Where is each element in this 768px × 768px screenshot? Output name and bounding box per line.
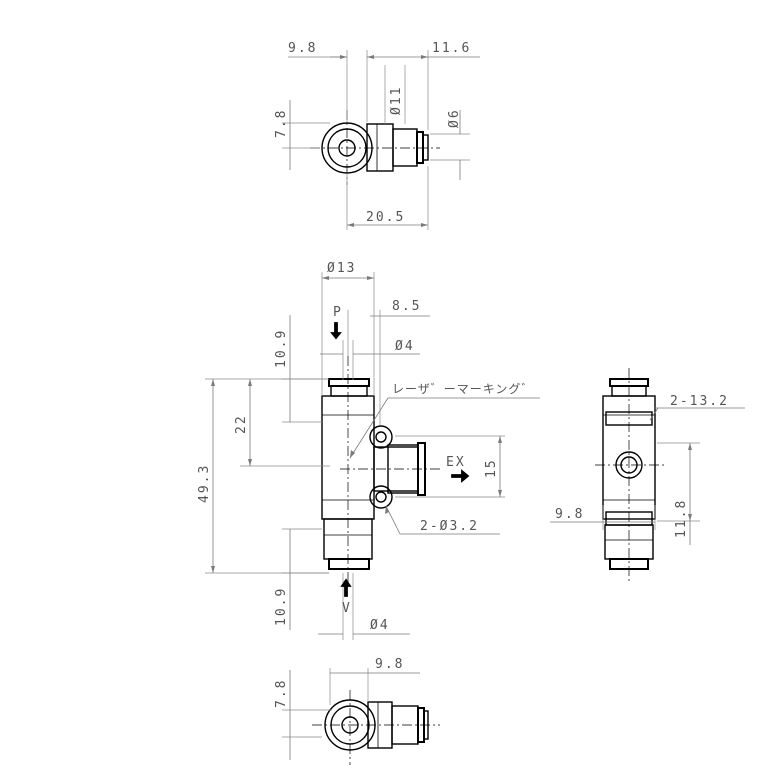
top-height-label: 7.8 [274, 109, 289, 138]
front-top-length-label: 10.9 [274, 329, 289, 368]
front-view-part [321, 356, 440, 590]
front-view-dimensions [205, 272, 540, 640]
bottom-width-label: 9.8 [375, 657, 404, 672]
port-ex-label: EX [446, 455, 466, 470]
laser-marking-label: レーザ゛ーマーキング゛ [392, 382, 534, 396]
side-offset-label: 9.8 [555, 507, 584, 522]
top-width-left-label: 9.8 [288, 41, 317, 56]
top-view-dimensions [282, 50, 480, 230]
front-bottom-length-label: 10.9 [274, 587, 289, 626]
top-outer-dia-label: Ø11 [389, 86, 404, 115]
side-view-dimensions [550, 407, 745, 545]
front-view: P Ø13 8.5 Ø4 10.9 22 49.3 レーザ゛ーマーキング゛ EX… [197, 261, 540, 640]
port-p-label: P [333, 305, 343, 320]
front-top-tube-dia-label: Ø4 [395, 339, 415, 354]
bottom-view-part [312, 690, 440, 765]
bottom-view: 7.8 9.8 [274, 657, 440, 765]
bottom-view-dimensions [282, 668, 420, 760]
front-body-dia-label: Ø13 [327, 261, 356, 276]
side-height-label: 11.8 [674, 499, 689, 538]
mount-holes-label: 2-Ø3.2 [420, 519, 479, 534]
port-v-label: V [342, 601, 352, 616]
top-width-right-label: 11.6 [432, 41, 471, 56]
top-tube-dia-label: Ø6 [447, 108, 462, 128]
front-ex-height-label: 15 [484, 458, 499, 478]
side-view: 2-13.2 9.8 11.8 [550, 368, 745, 582]
front-total-height-label: 49.3 [197, 464, 212, 503]
front-offset-label: 8.5 [392, 299, 421, 314]
top-view: 9.8 11.6 Ø11 Ø6 7.8 20.5 [274, 41, 480, 230]
bottom-height-label: 7.8 [274, 679, 289, 708]
side-view-part [595, 368, 665, 582]
top-total-length-label: 20.5 [366, 210, 405, 225]
front-center-label: 22 [234, 414, 249, 434]
flow-arrows [330, 322, 470, 597]
arrowheads [211, 55, 692, 573]
top-view-part [310, 110, 440, 185]
side-width-label: 2-13.2 [670, 394, 729, 409]
front-bottom-tube-dia-label: Ø4 [370, 618, 390, 633]
